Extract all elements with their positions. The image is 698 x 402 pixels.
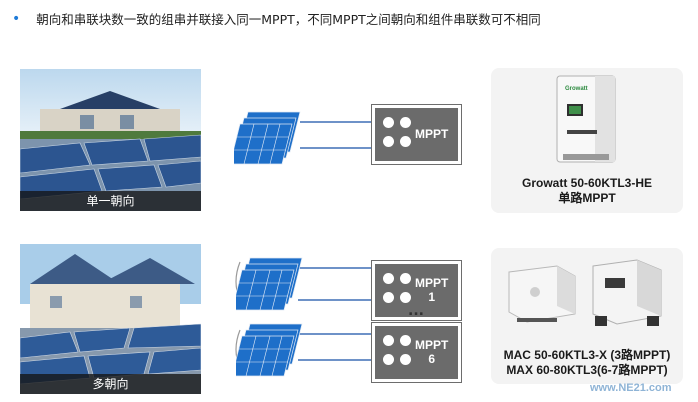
single-orientation-photo: 单一朝向 [20, 69, 201, 211]
mppt-dots-icon [383, 117, 413, 149]
device-title-top-line1: Growatt 50-60KTL3-HE [521, 176, 653, 190]
device-title-bottom-line1: MAC 50-60KTL3-X (3路MPPT) [503, 348, 671, 362]
mppt-label-1: MPPT [415, 276, 449, 290]
mppt-box-1: MPPT 1 [371, 260, 462, 321]
mac-inverter-image [508, 265, 576, 323]
mppt-index-6: 6 [428, 352, 436, 366]
max-inverter-image [592, 259, 662, 326]
mppt-index-1: 1 [428, 290, 436, 304]
svg-text:Growatt: Growatt [565, 86, 588, 92]
watermark: www.NE21.com [590, 382, 672, 394]
solar-panel-group-mid [236, 257, 303, 311]
solar-panel-group-bottom [236, 323, 303, 377]
growatt-inverter-image: Growatt [556, 75, 616, 163]
multi-orientation-photo: 多朝向 [20, 244, 201, 394]
ellipsis: ... [408, 303, 424, 319]
photo-caption-multi: 多朝向 [20, 374, 201, 394]
device-card-bottom: MAC 50-60KTL3-X (3路MPPT) MAX 60-80KTL3(6… [491, 248, 683, 384]
mppt-box-6: MPPT 6 [371, 322, 462, 383]
header-text: 朝向和串联块数一致的组串并联接入同一MPPT，不同MPPT之间朝向和组件串联数可… [36, 12, 541, 27]
device-title-bottom-line2: MAX 60-80KTL3(6-7路MPPT) [506, 363, 668, 377]
mppt-box-top: MPPT [371, 104, 462, 165]
photo-caption-single: 单一朝向 [20, 191, 201, 211]
mppt-dots-icon [383, 273, 413, 305]
device-title-top-line2: 单路MPPT [558, 191, 616, 205]
mppt-label-6: MPPT [415, 338, 449, 352]
solar-panel-group-top [234, 111, 301, 165]
device-card-top: Growatt Growatt 50-60KTL3-HE 单路MPPT [491, 68, 683, 213]
bullet-icon: • [12, 10, 21, 27]
mppt-dots-icon [383, 335, 413, 367]
header: • 朝向和串联块数一致的组串并联接入同一MPPT，不同MPPT之间朝向和组件串联… [12, 9, 541, 28]
mppt-label-top: MPPT [415, 127, 449, 141]
